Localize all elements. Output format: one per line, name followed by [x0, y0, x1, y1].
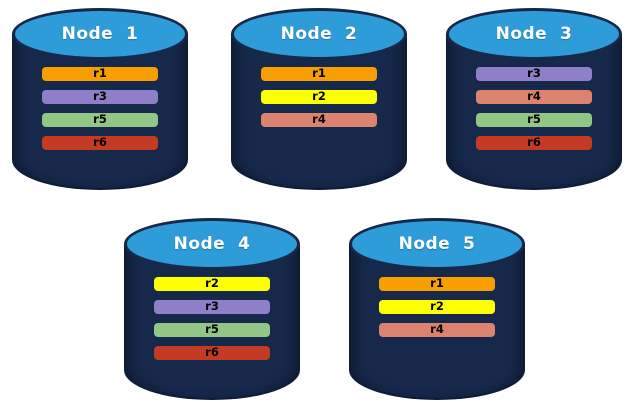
cylinder-top: Node 4 [124, 218, 300, 270]
record-bar-r1: r1 [42, 67, 158, 81]
node-label: Node 5 [398, 234, 476, 254]
record-bar-r1: r1 [261, 67, 377, 81]
cylinder-top: Node 3 [446, 8, 622, 60]
record-bar-r5: r5 [154, 323, 270, 337]
record-bar-r1: r1 [379, 277, 495, 291]
record-bar-r4: r4 [379, 323, 495, 337]
record-bar-r3: r3 [154, 300, 270, 314]
node-3-cylinder: Node 3 r3 r4 r5 r6 [446, 8, 622, 190]
node-5-cylinder: Node 5 r1 r2 r4 [349, 218, 525, 400]
record-bar-r5: r5 [476, 113, 592, 127]
node-4-cylinder: Node 4 r2 r3 r5 r6 [124, 218, 300, 400]
record-list: r2 r3 r5 r6 [154, 277, 270, 360]
node-2-cylinder: Node 2 r1 r2 r4 [231, 8, 407, 190]
record-bar-r3: r3 [42, 90, 158, 104]
record-list: r3 r4 r5 r6 [476, 67, 592, 150]
record-bar-r6: r6 [42, 136, 158, 150]
cylinder-top: Node 1 [12, 8, 188, 60]
record-bar-r2: r2 [261, 90, 377, 104]
node-label: Node 3 [495, 24, 573, 44]
record-bar-r2: r2 [379, 300, 495, 314]
record-bar-r5: r5 [42, 113, 158, 127]
record-bar-r6: r6 [154, 346, 270, 360]
record-bar-r2: r2 [154, 277, 270, 291]
record-bar-r4: r4 [261, 113, 377, 127]
record-bar-r4: r4 [476, 90, 592, 104]
node-label: Node 2 [280, 24, 358, 44]
node-label: Node 1 [61, 24, 139, 44]
record-list: r1 r2 r4 [379, 277, 495, 337]
cylinder-top: Node 2 [231, 8, 407, 60]
record-bar-r6: r6 [476, 136, 592, 150]
record-bar-r3: r3 [476, 67, 592, 81]
record-list: r1 r2 r4 [261, 67, 377, 127]
node-1-cylinder: Node 1 r1 r3 r5 r6 [12, 8, 188, 190]
cylinder-top: Node 5 [349, 218, 525, 270]
node-label: Node 4 [173, 234, 251, 254]
record-list: r1 r3 r5 r6 [42, 67, 158, 150]
